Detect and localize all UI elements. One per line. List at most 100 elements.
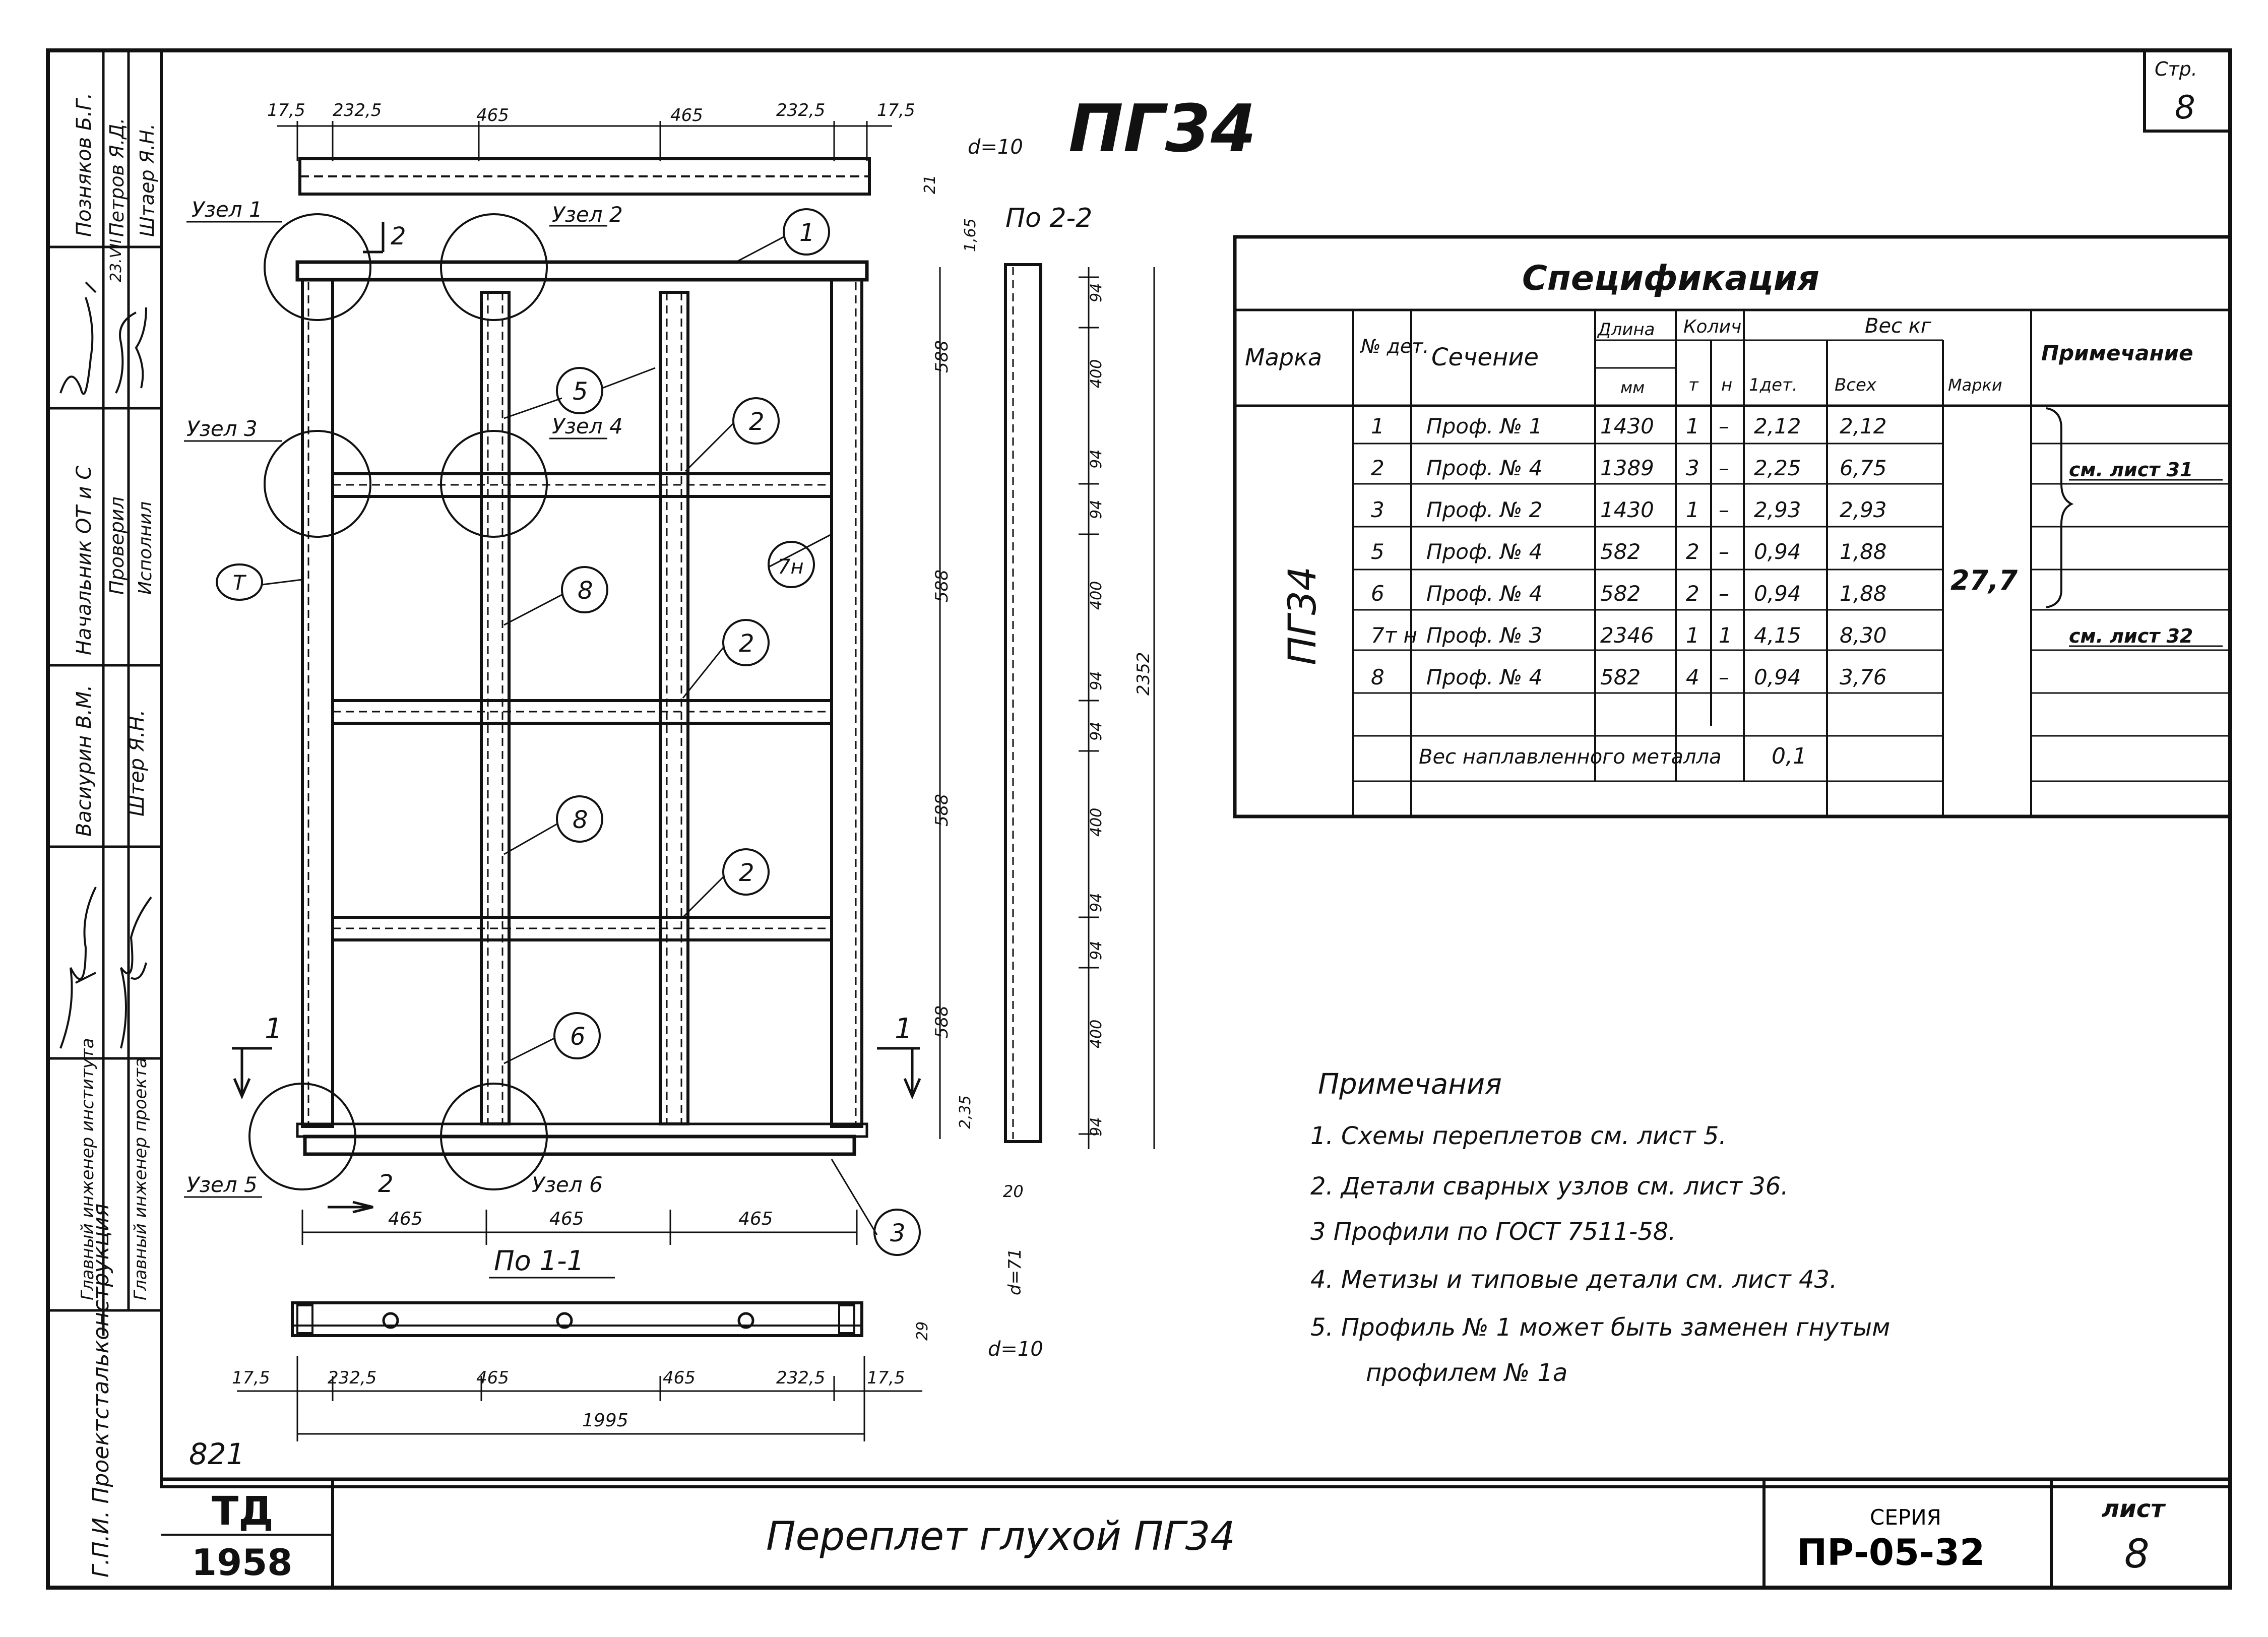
svg-text:1: 1 (799, 219, 815, 247)
spec-note-31: см. лист 31 (2069, 459, 2193, 481)
page-number-box: Стр. 8 (2143, 49, 2232, 133)
spec-cell-t: 2 (1686, 581, 1699, 606)
callout-6: 6 (553, 1012, 601, 1059)
callout-8a: 8 (561, 566, 608, 613)
spec-cell-wall: 1,88 (1840, 581, 1887, 606)
section-mark-1-right: 1 (895, 1013, 913, 1045)
bottom-dim-5: 232,5 (776, 1368, 825, 1388)
svg-text:2: 2 (749, 408, 765, 436)
spec-cell-t: 3 (1686, 456, 1699, 480)
spec-cell-section: Проф. № 4 (1426, 665, 1542, 689)
spec-cell-wall: 6,75 (1840, 456, 1887, 480)
sidebar-org: Г.П.И. Проектстальконструкция (88, 1204, 114, 1578)
sidebar-chief-institute: Главный инженер института (78, 1038, 98, 1300)
page-number: 8 (2175, 89, 2195, 127)
bottom-dim-2: 232,5 (328, 1368, 376, 1388)
top-dim-3: 465 (476, 105, 509, 125)
inner-border (160, 49, 2232, 1488)
callout-7n: 7н (768, 541, 815, 588)
spec-cell-det: 5 (1371, 539, 1384, 564)
bottom-mid-dim-1: 465 (388, 1209, 423, 1229)
thickness-top: d=10 (968, 136, 1023, 159)
spec-cell-n: – (1719, 539, 1729, 564)
vdim-94-5: 94 (1088, 722, 1105, 741)
spec-total-weight: 27,7 (1950, 564, 2018, 596)
sidebar-chief-project: Главный инженер проекта (131, 1057, 151, 1300)
sidebar-name-5: Штер Я.Н. (125, 710, 149, 816)
spec-cell-w1: 2,93 (1754, 497, 1801, 522)
spec-cell-wall: 2,12 (1840, 414, 1887, 438)
drawing-title: Переплет глухой ПГ34 (766, 1514, 1235, 1559)
svg-text:6: 6 (570, 1023, 586, 1051)
sidebar-name-2: Петров Я.Д. (106, 118, 128, 237)
sidebar-role-1: Начальник ОТ и С (73, 466, 96, 655)
spec-cell-det: 7т н (1371, 623, 1417, 648)
vdim-94-2: 94 (1088, 450, 1105, 469)
callout-2c: 2 (722, 848, 770, 896)
hdr-weight-mark: Марки (1948, 375, 2002, 395)
note-3: 3 Профили по ГОСТ 7511-58. (1310, 1218, 1676, 1246)
weld-label: Вес наплавленного металла (1419, 745, 1722, 769)
sidebar-name-1: Позняков Б.Г. (73, 93, 96, 237)
top-dim-1: 17,5 (267, 100, 305, 120)
callout-5: 5 (556, 367, 603, 414)
hdr-length: Длина (1597, 320, 1655, 340)
mark-title: ПГ34 (1068, 90, 1256, 167)
signature-2 (115, 307, 147, 394)
series-code: ПР-05-32 (1797, 1531, 1985, 1573)
bottom-dimensions: 465 465 465 По 1-1 29 d=10 17,5 232,5 46… (232, 1209, 1043, 1441)
small-dim-29: 29 (914, 1321, 931, 1341)
hdr-detail: № дет. (1360, 335, 1429, 357)
spec-cell-length: 1430 (1600, 414, 1654, 438)
thickness-side: d=71 (1005, 1248, 1025, 1295)
section-2-2-label: По 2-2 (1005, 203, 1092, 233)
bottom-dim-3: 465 (476, 1368, 509, 1388)
svg-text:8: 8 (573, 806, 588, 834)
node-6-label: Узел 6 (532, 1172, 603, 1197)
small-dim-235: 2,35 (957, 1095, 974, 1129)
spec-cell-n: – (1719, 456, 1729, 480)
svg-text:3: 3 (890, 1219, 906, 1247)
notes-heading: Примечания (1318, 1068, 1502, 1101)
spec-cell-det: 6 (1371, 581, 1384, 606)
frame-vdim-3: 588 (932, 794, 952, 827)
signature-3 (59, 887, 97, 1049)
hdr-mark: Марка (1245, 344, 1322, 371)
bottom-mid-dim-3: 465 (738, 1209, 773, 1229)
hdr-qty: Колич (1683, 317, 1741, 337)
vdim-400-4: 400 (1088, 1020, 1105, 1048)
year: 1958 (192, 1541, 292, 1584)
sheet-label: лист (2102, 1495, 2166, 1523)
vdim-400-3: 400 (1088, 808, 1105, 837)
hdr-weight-all: Всех (1835, 375, 1877, 395)
spec-cell-length: 1389 (1600, 456, 1654, 480)
bottom-dim-1: 17,5 (232, 1368, 270, 1388)
note-5-cont: профилем № 1а (1366, 1359, 1567, 1387)
sheet-number: 8 (2124, 1532, 2150, 1577)
hdr-note: Примечание (2041, 341, 2193, 365)
page-label: Стр. (2155, 58, 2197, 80)
spec-cell-length: 582 (1600, 581, 1641, 606)
vdim-94-3: 94 (1088, 500, 1105, 519)
node-3-label: Узел 3 (186, 416, 258, 441)
spec-cell-w1: 4,15 (1754, 623, 1801, 648)
spec-mark: ПГ34 (1280, 566, 1325, 665)
spec-cell-n: 1 (1719, 623, 1732, 648)
spec-cell-det: 1 (1371, 414, 1384, 438)
svg-text:Т: Т (233, 572, 247, 595)
spec-cell-section: Проф. № 4 (1426, 581, 1542, 606)
node-2-label: Узел 2 (552, 202, 623, 227)
spec-cell-section: Проф. № 3 (1426, 623, 1542, 648)
spec-cell-w1: 0,94 (1754, 539, 1801, 564)
spec-cell-wall: 3,76 (1840, 665, 1887, 689)
svg-text:2: 2 (739, 859, 754, 887)
bottom-dim-6: 17,5 (867, 1368, 905, 1388)
section-2-2: По 2-2 94 400 94 94 400 94 94 400 94 94 … (932, 203, 1155, 1295)
hdr-weight-one: 1дет. (1749, 375, 1798, 395)
